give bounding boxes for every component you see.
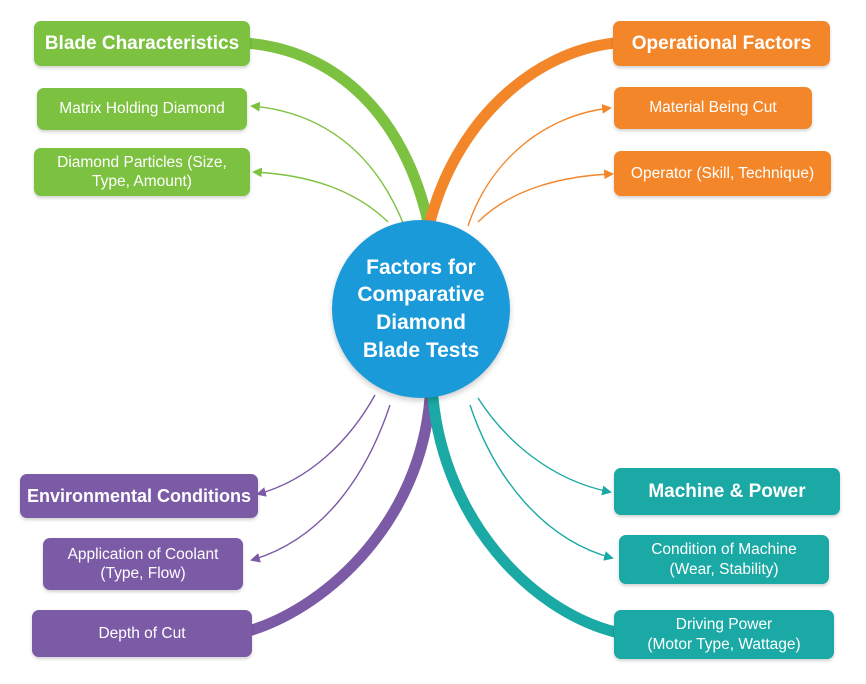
diamond-particles-node: Diamond Particles (Size, Type, Amount) bbox=[34, 148, 250, 196]
node-label-line: Condition of Machine bbox=[651, 541, 797, 559]
node-label: Matrix Holding Diamond bbox=[59, 100, 225, 118]
central-topic-line: Blade Tests bbox=[362, 338, 480, 362]
connector-environmental bbox=[256, 394, 376, 497]
central-topic: Factors for Comparative Diamond Blade Te… bbox=[332, 220, 510, 398]
connector-coolant bbox=[250, 404, 391, 563]
depth-of-cut-node: Depth of Cut bbox=[32, 610, 252, 657]
material-being-cut-node: Material Being Cut bbox=[614, 87, 812, 129]
environmental-conditions-node: Environmental Conditions bbox=[20, 474, 258, 518]
operational-factors-node: Operational Factors bbox=[613, 21, 830, 66]
node-label-line: (Wear, Stability) bbox=[669, 560, 779, 578]
connector-operator bbox=[477, 169, 614, 223]
node-label: Environmental Conditions bbox=[26, 485, 251, 506]
connector-material bbox=[467, 103, 612, 227]
application-of-coolant-node: Application of Coolant (Type, Flow) bbox=[43, 538, 243, 590]
branch-machine-curve bbox=[427, 392, 621, 638]
connector-machine bbox=[477, 397, 612, 496]
node-label: Blade Characteristics bbox=[44, 32, 240, 54]
node-label: Machine & Power bbox=[648, 480, 806, 502]
node-label-line: Driving Power bbox=[675, 616, 773, 634]
central-topic-line: Factors for bbox=[366, 255, 476, 279]
central-topic-line: Comparative bbox=[357, 283, 485, 307]
node-label: Operational Factors bbox=[631, 32, 812, 54]
connector-diamond-particles bbox=[252, 167, 389, 223]
branch-environmental-curve bbox=[246, 392, 436, 636]
node-label-line: (Motor Type, Wattage) bbox=[647, 635, 801, 653]
node-label: Material Being Cut bbox=[649, 99, 777, 117]
connector-condition bbox=[469, 404, 614, 561]
central-topic-line: Diamond bbox=[376, 311, 466, 334]
condition-of-machine-node: Condition of Machine (Wear, Stability) bbox=[619, 535, 829, 584]
blade-characteristics-node: Blade Characteristics bbox=[34, 21, 250, 66]
node-label-line: Application of Coolant bbox=[67, 545, 219, 563]
node-label-line: (Type, Flow) bbox=[100, 565, 186, 582]
connector-matrix bbox=[250, 101, 406, 229]
node-label: Operator (Skill, Technique) bbox=[630, 164, 815, 182]
node-label: Depth of Cut bbox=[98, 624, 186, 642]
node-label-line: Type, Amount) bbox=[92, 173, 192, 190]
machine-and-power-node: Machine & Power bbox=[614, 468, 840, 515]
driving-power-node: Driving Power (Motor Type, Wattage) bbox=[614, 610, 834, 659]
branch-blade-curve bbox=[239, 37, 434, 228]
node-label-line: Diamond Particles (Size, bbox=[57, 153, 227, 171]
branch-operational-curve bbox=[424, 37, 621, 228]
operator-node: Operator (Skill, Technique) bbox=[614, 151, 831, 196]
matrix-holding-diamond-node: Matrix Holding Diamond bbox=[37, 88, 247, 130]
